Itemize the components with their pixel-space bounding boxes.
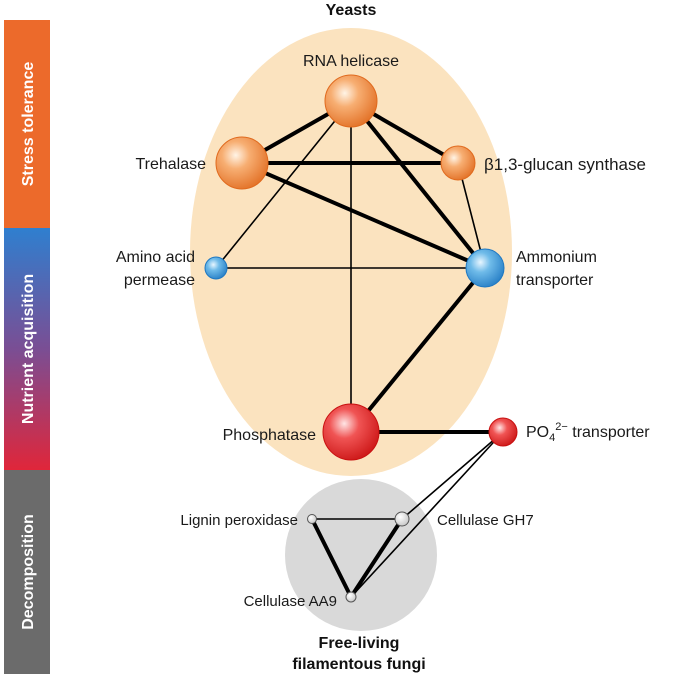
node-cellulase-aa9 <box>345 591 357 603</box>
edge-po4-gh7 <box>401 431 504 520</box>
label-glucan-synthase: β1,3-glucan synthase <box>484 155 646 174</box>
label-ammonium-line1: Ammonium <box>516 249 597 266</box>
category-bar-nutrient: Nutrient acquisition <box>4 228 50 470</box>
group-label-fungi-line2: filamentous fungi <box>292 656 425 673</box>
label-po4-transporter: PO42− transporter <box>526 421 650 444</box>
label-amino-acid-line1: Amino acid <box>116 249 195 266</box>
edge-rna-aap <box>215 100 352 269</box>
node-po4-transporter <box>488 417 518 447</box>
edge-rna-amt <box>349 99 487 270</box>
node-rna-helicase <box>324 74 378 128</box>
label-po4-sup: 2− <box>555 421 568 433</box>
edge-lig-aa9 <box>310 517 353 599</box>
category-bar-stress: Stress tolerance <box>4 20 50 228</box>
label-rna-helicase: RNA helicase <box>303 53 399 70</box>
node-trehalase <box>215 136 269 190</box>
node-ammonium-transporter <box>465 248 505 288</box>
label-lignin-peroxidase: Lignin peroxidase <box>180 512 298 529</box>
label-cellulase-gh7: Cellulase GH7 <box>437 512 534 529</box>
label-amino-acid-line2: permease <box>124 272 195 289</box>
node-glucan-synthase <box>440 145 476 181</box>
node-lignin-peroxidase <box>307 514 317 524</box>
node-phosphatase <box>322 403 380 461</box>
label-po4-main: PO <box>526 424 549 441</box>
label-trehalase: Trehalase <box>135 156 206 173</box>
category-label-nutrient: Nutrient acquisition <box>20 274 37 424</box>
label-po4-sub: 4 <box>549 432 555 444</box>
category-label-decomposition: Decomposition <box>20 514 37 630</box>
category-bar-decomposition: Decomposition <box>4 470 50 674</box>
edge-po4-aa9 <box>350 431 504 598</box>
group-label-yeasts: Yeasts <box>326 2 377 19</box>
label-phosphatase: Phosphatase <box>223 427 317 444</box>
label-cellulase-aa9: Cellulase AA9 <box>244 593 337 610</box>
category-label-stress: Stress tolerance <box>20 62 37 187</box>
edge-treh-amt <box>240 161 487 270</box>
edge-gh7-aa9 <box>349 517 404 599</box>
label-po4-tail: transporter <box>568 424 650 441</box>
node-cellulase-gh7 <box>394 511 410 527</box>
group-label-fungi-line1: Free-living <box>319 635 400 652</box>
node-amino-acid-permease <box>204 256 228 280</box>
edge-amt-phos <box>349 266 487 434</box>
label-ammonium-line2: transporter <box>516 272 594 289</box>
